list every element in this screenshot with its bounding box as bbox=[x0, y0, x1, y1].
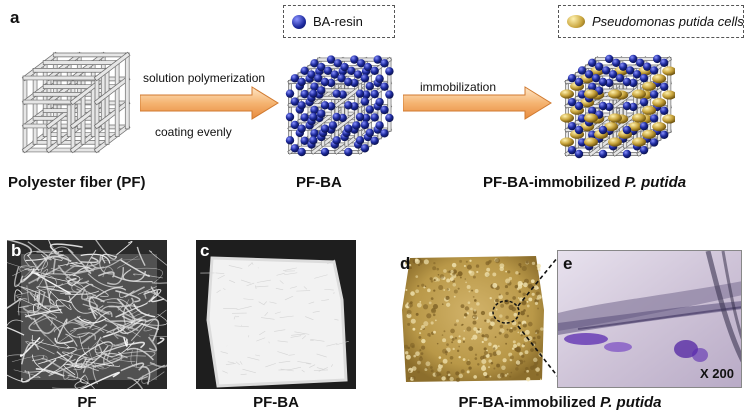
magnification-label: X 200 bbox=[700, 366, 734, 381]
legend-resin-label: BA-resin bbox=[313, 14, 363, 29]
cube-lattice-cells-icon bbox=[560, 54, 675, 159]
step-solution-polymerization: solution polymerization bbox=[143, 71, 266, 85]
caption-photo-immobilized: PF-BA-immobilized P. putida bbox=[410, 394, 710, 411]
photo-micrograph bbox=[557, 250, 742, 388]
step-coating-evenly: coating evenly bbox=[155, 125, 232, 139]
cube-lattice-icon bbox=[21, 51, 131, 154]
legend-cells: Pseudomonas putida cells bbox=[558, 5, 744, 38]
pf-ba-texture bbox=[200, 256, 349, 388]
zoom-connector bbox=[517, 251, 563, 383]
right-arrow-icon bbox=[140, 86, 279, 120]
fiber-texture bbox=[7, 240, 167, 389]
caption-immobilized-species: P. putida bbox=[624, 174, 687, 191]
photo-pf-ba-immobilized bbox=[396, 250, 554, 388]
caption-immobilized-prefix: PF-BA-immobilized bbox=[483, 174, 625, 191]
cell-bead-icon bbox=[567, 15, 585, 28]
caption-photo-immobilized-species: P. putida bbox=[600, 394, 662, 411]
micrograph-texture bbox=[558, 251, 741, 387]
panel-label-e: e bbox=[563, 254, 573, 273]
right-arrow-icon bbox=[403, 86, 552, 120]
caption-pf-ba-immobilized: PF-BA-immobilized P. putida bbox=[483, 174, 686, 191]
caption-photo-pf-ba: PF-BA bbox=[253, 394, 299, 411]
photo-pf bbox=[7, 240, 167, 389]
caption-photo-immobilized-prefix: PF-BA-immobilized bbox=[458, 394, 601, 411]
cube-lattice-resin-icon bbox=[285, 55, 394, 157]
zoom-region-marker bbox=[492, 300, 520, 324]
immobilized-sponge-texture bbox=[402, 256, 544, 382]
step-immobilization: immobilization bbox=[420, 80, 497, 94]
legend-cells-label: Pseudomonas putida cells bbox=[592, 14, 744, 29]
caption-pf-ba: PF-BA bbox=[296, 174, 342, 191]
photo-pf-ba bbox=[196, 240, 356, 389]
legend-resin: BA-resin bbox=[283, 5, 395, 38]
panel-label-b: b bbox=[11, 241, 22, 260]
panel-label-c: c bbox=[200, 241, 210, 260]
caption-polyester-fiber: Polyester fiber (PF) bbox=[8, 174, 146, 191]
resin-bead-icon bbox=[292, 14, 306, 29]
caption-photo-pf: PF bbox=[77, 394, 97, 411]
panel-label-d: d bbox=[400, 254, 411, 273]
panel-label-a: a bbox=[10, 8, 20, 27]
